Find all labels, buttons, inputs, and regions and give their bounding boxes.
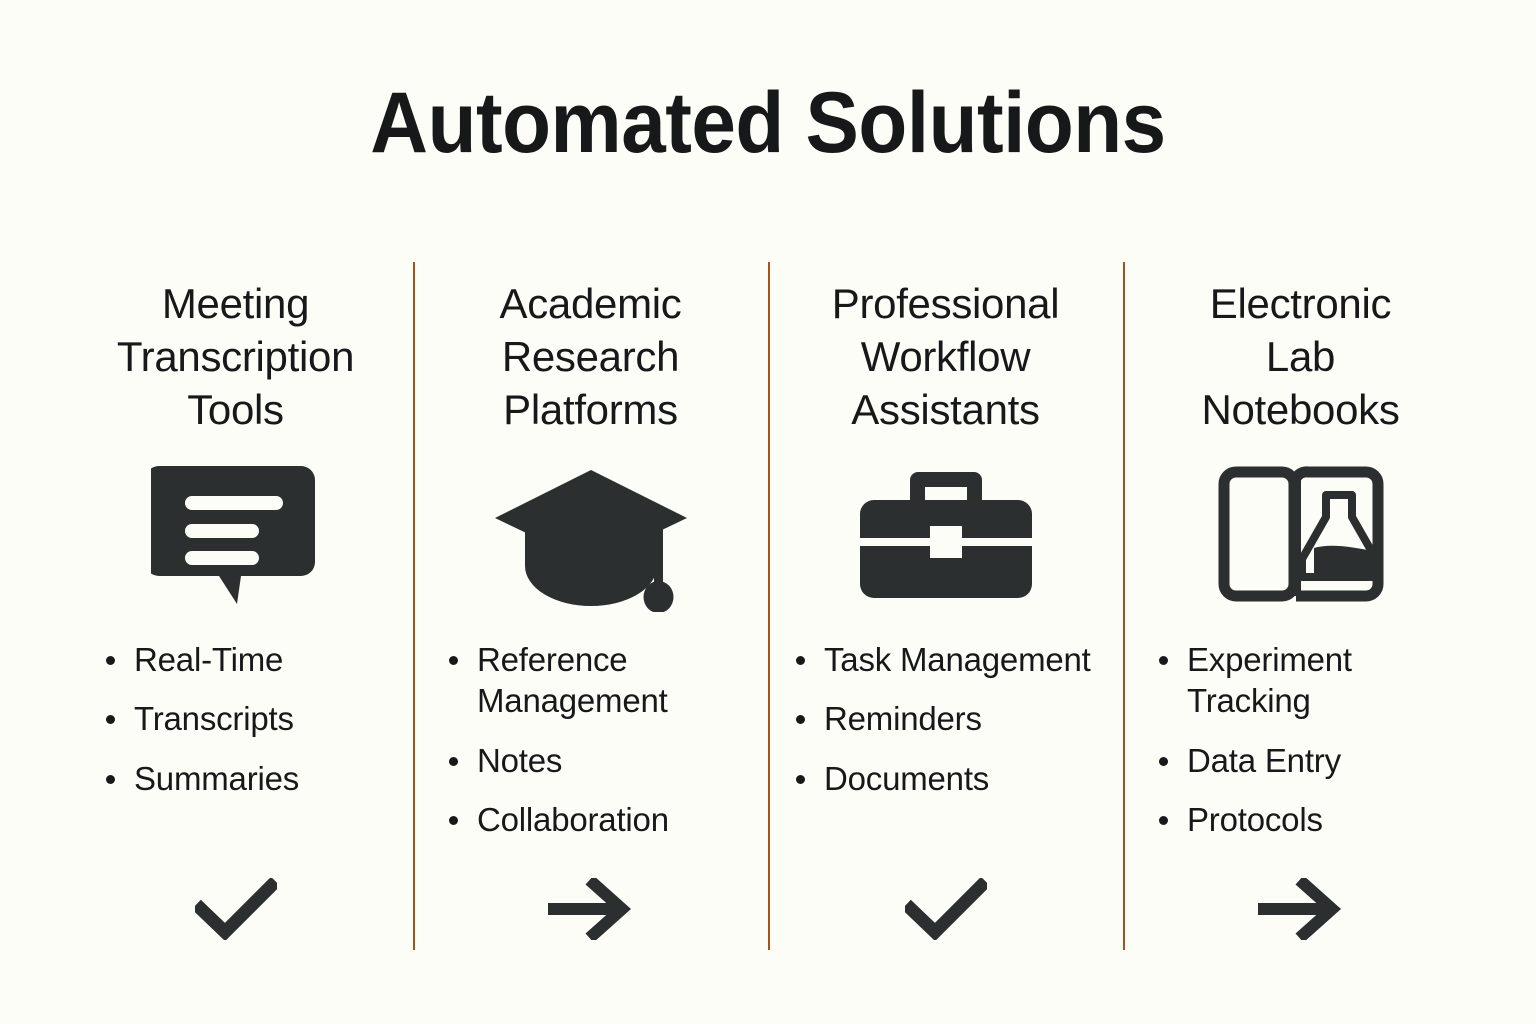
- list-item: Real-Time: [102, 639, 299, 681]
- columns-container: Meeting Transcription Tools Real-Time Tr…: [58, 262, 1478, 962]
- chat-bubble-lines-icon: [150, 437, 321, 637]
- bullet-list: Experiment Tracking Data Entry Protocols: [1155, 639, 1455, 859]
- bullet-list: Task Management Reminders Documents: [792, 639, 1091, 818]
- check-icon: [194, 874, 277, 944]
- bullet-list: Real-Time Transcripts Summaries: [102, 639, 299, 818]
- column-title: Professional Workflow Assistants: [831, 280, 1060, 433]
- list-item: Notes: [445, 740, 745, 782]
- arrow-right-icon: [547, 874, 634, 944]
- list-item: Data Entry: [1155, 740, 1455, 782]
- open-book-flask-icon: [1216, 437, 1386, 637]
- bullet-list: Reference Management Notes Collaboration: [445, 639, 745, 859]
- list-item: Collaboration: [445, 799, 745, 841]
- list-item: Reminders: [792, 698, 1091, 740]
- list-item: Task Management: [792, 639, 1091, 681]
- list-item: Reference Management: [445, 639, 745, 722]
- page-title: Automated Solutions: [370, 75, 1166, 171]
- list-item: Protocols: [1155, 799, 1455, 841]
- list-item: Summaries: [102, 758, 299, 800]
- briefcase-icon: [856, 437, 1036, 637]
- list-item: Experiment Tracking: [1155, 639, 1455, 722]
- column-title: Academic Research Platforms: [499, 280, 682, 433]
- list-item: Transcripts: [102, 698, 299, 740]
- column-title: Meeting Transcription Tools: [116, 280, 355, 433]
- check-icon: [904, 874, 987, 944]
- column-title: Electronic Lab Notebooks: [1201, 280, 1400, 433]
- column-academic-research-platforms: Academic Research Platforms Reference Ma…: [413, 262, 768, 962]
- column-professional-workflow-assistants: Professional Workflow Assistants Task Ma…: [768, 262, 1123, 962]
- graduation-cap-icon: [491, 437, 691, 637]
- list-item: Documents: [792, 758, 1091, 800]
- column-meeting-transcription-tools: Meeting Transcription Tools Real-Time Tr…: [58, 262, 413, 962]
- column-electronic-lab-notebooks: Electronic Lab Notebooks Experiment Trac…: [1123, 262, 1478, 962]
- arrow-right-icon: [1257, 874, 1344, 944]
